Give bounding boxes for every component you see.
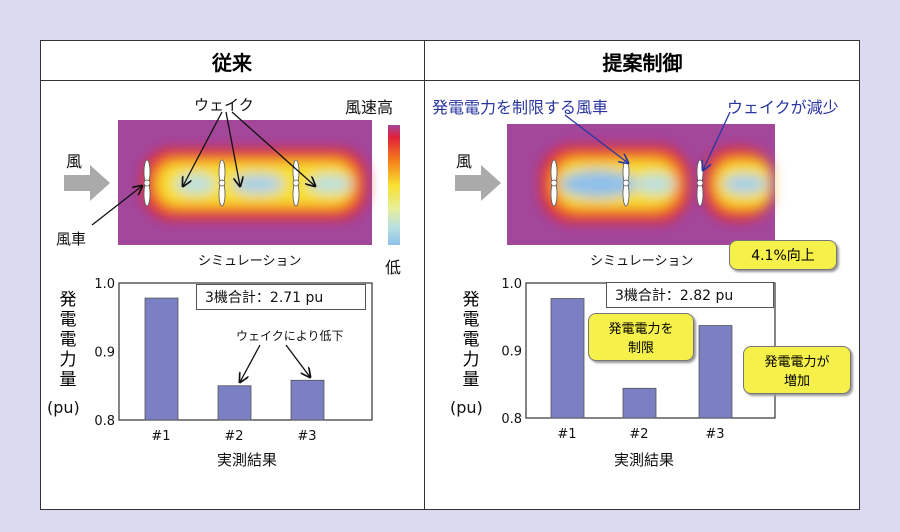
y-tick-label: 1.0 [94, 277, 115, 292]
y-axis-label: 発電電力量 [59, 290, 77, 390]
x-tick-label: #1 [151, 429, 170, 444]
scale-low-label: 低 [385, 258, 402, 277]
column-divider [424, 40, 425, 510]
bar-1 [550, 298, 585, 419]
bar-2 [622, 387, 657, 419]
y-tick-label: 0.9 [94, 346, 115, 361]
x-axis-label: 実測結果 [614, 451, 675, 469]
improvement-callout: 4.1%向上 [729, 240, 837, 270]
wake-reduced-label: ウェイクが減少 [727, 98, 839, 117]
total-output-conventional: 3機合計：2.71 pu [196, 284, 366, 310]
wake-decrease-annotation: ウェイクにより低下 [236, 329, 344, 343]
y-tick-label: 1.0 [501, 277, 522, 292]
annotation-arrows [91, 111, 315, 382]
x-tick-label: #1 [557, 427, 576, 442]
wind-arrow-icon [455, 165, 501, 201]
total-output-proposed: 3機合計：2.82 pu [606, 282, 774, 308]
y-tick-label: 0.9 [501, 345, 522, 360]
bar-1 [144, 297, 179, 421]
wind-arrow-icon [64, 165, 110, 201]
simulation-label: シミュレーション [590, 254, 694, 269]
simulation-label: シミュレーション [198, 254, 302, 269]
wake-label: ウェイク [194, 96, 254, 114]
limited-turbine-label: 発電電力を制限する風車 [432, 98, 609, 117]
header-proposed: 提案制御 [602, 51, 683, 75]
turbine-label: 風車 [56, 230, 87, 248]
scale-high-label: 風速高 [345, 98, 394, 117]
x-tick-label: #2 [224, 429, 243, 444]
header-divider [40, 80, 860, 81]
y-tick-label: 0.8 [94, 414, 115, 429]
bar-2 [217, 385, 252, 421]
turbines [143, 159, 704, 207]
x-tick-label: #3 [705, 427, 724, 442]
x-axis-label: 実測結果 [217, 451, 278, 469]
proposed-arrows [564, 111, 731, 170]
y-axis-unit: (pu) [47, 398, 80, 417]
bar-3 [290, 379, 325, 421]
wind-label: 風 [456, 152, 473, 171]
comparison-frame [40, 40, 860, 510]
wind-label: 風 [66, 152, 83, 171]
limit-callout: 発電電力を制限 [588, 313, 694, 361]
heatmap-proposed [507, 124, 775, 245]
y-axis-label: 発電電力量 [462, 290, 480, 390]
bar-3 [698, 325, 733, 419]
x-tick-label: #2 [629, 427, 648, 442]
y-tick-label: 0.8 [501, 412, 522, 427]
y-axis-unit: (pu) [450, 398, 483, 417]
increase-callout: 発電電力が増加 [743, 346, 851, 394]
x-tick-label: #3 [297, 429, 316, 444]
header-conventional: 従来 [212, 51, 252, 75]
wind-speed-colorbar [388, 125, 400, 245]
heatmap-conventional [118, 120, 372, 245]
